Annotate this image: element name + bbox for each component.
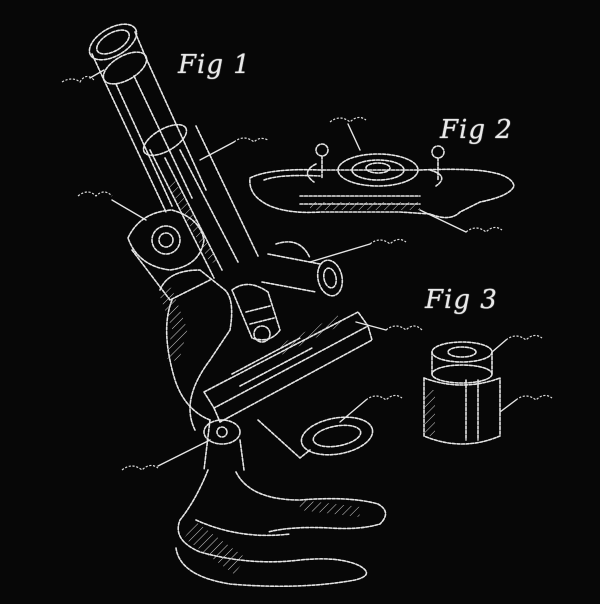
pivot-joint	[203, 419, 245, 471]
fig3-callout-top	[505, 334, 543, 341]
fig1-callouts	[61, 69, 423, 471]
figure-2-label: Fig 2	[440, 115, 513, 145]
microscope-stage	[203, 311, 373, 423]
lens-container-figure	[423, 334, 553, 445]
objective-lens	[231, 283, 281, 343]
figure-3-label: Fig 3	[425, 285, 498, 315]
mirror	[257, 416, 374, 459]
fig3-callout-bottom	[515, 394, 553, 401]
microscope-base	[175, 469, 387, 588]
eyepiece	[88, 23, 148, 85]
microscope-arm	[158, 269, 233, 431]
fig2-callout-bottom	[465, 226, 503, 233]
microscope-figure	[61, 23, 423, 588]
body-tube	[103, 57, 259, 279]
figure-1-label: Fig 1	[178, 50, 251, 80]
fig2-callout-top	[329, 116, 367, 123]
stage-detail-figure	[249, 116, 515, 233]
side-tube	[261, 241, 344, 297]
